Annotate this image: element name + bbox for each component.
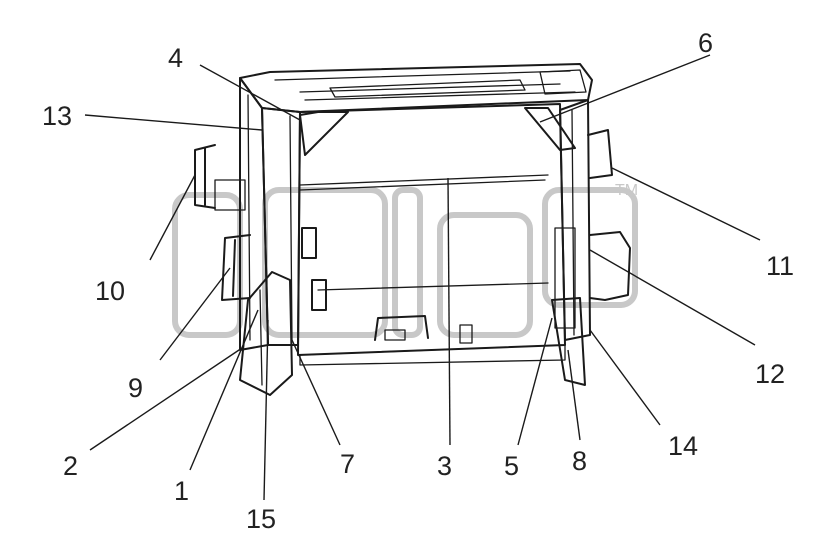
leader-7 [291, 339, 341, 446]
leader-2 [89, 347, 243, 451]
leader-lines [84, 54, 761, 501]
leader-12 [589, 249, 756, 346]
left-door-panel [239, 271, 293, 396]
cab-roof [239, 63, 593, 113]
watermark-trademark: TM [615, 182, 638, 199]
callout-labels: 4 6 13 10 9 2 1 15 7 3 5 8 14 12 11 [42, 28, 794, 534]
leader-8 [567, 349, 581, 441]
right-handrails [551, 129, 631, 386]
leader-1 [189, 309, 259, 471]
callout-10: 10 [95, 276, 125, 306]
callout-14: 14 [668, 431, 698, 461]
floor-bracket [374, 315, 473, 344]
callout-11: 11 [766, 251, 794, 281]
callout-6: 6 [698, 28, 713, 58]
cab-rear-wall [297, 103, 566, 366]
left-hinges [301, 227, 327, 311]
leader-15 [263, 319, 269, 501]
leader-9 [159, 267, 231, 361]
leader-10 [149, 174, 196, 261]
roof-braces [299, 107, 576, 156]
callout-4: 4 [168, 43, 183, 73]
leader-13 [84, 114, 263, 131]
callout-8: 8 [572, 446, 587, 476]
callout-7: 7 [340, 449, 355, 479]
callout-2: 2 [63, 451, 78, 481]
watermark: TM [172, 182, 638, 338]
leader-14 [589, 329, 661, 426]
callout-3: 3 [437, 451, 452, 481]
leader-11 [611, 167, 761, 241]
leader-4 [199, 64, 301, 121]
callout-1: 1 [174, 476, 189, 506]
callout-5: 5 [504, 451, 519, 481]
callout-12: 12 [755, 359, 785, 389]
leader-6 [539, 54, 711, 123]
callout-15: 15 [246, 504, 276, 534]
callout-13: 13 [42, 101, 72, 131]
leader-3 [447, 177, 451, 446]
callout-9: 9 [128, 373, 143, 403]
left-handrails [194, 144, 251, 301]
leader-5 [517, 317, 553, 446]
